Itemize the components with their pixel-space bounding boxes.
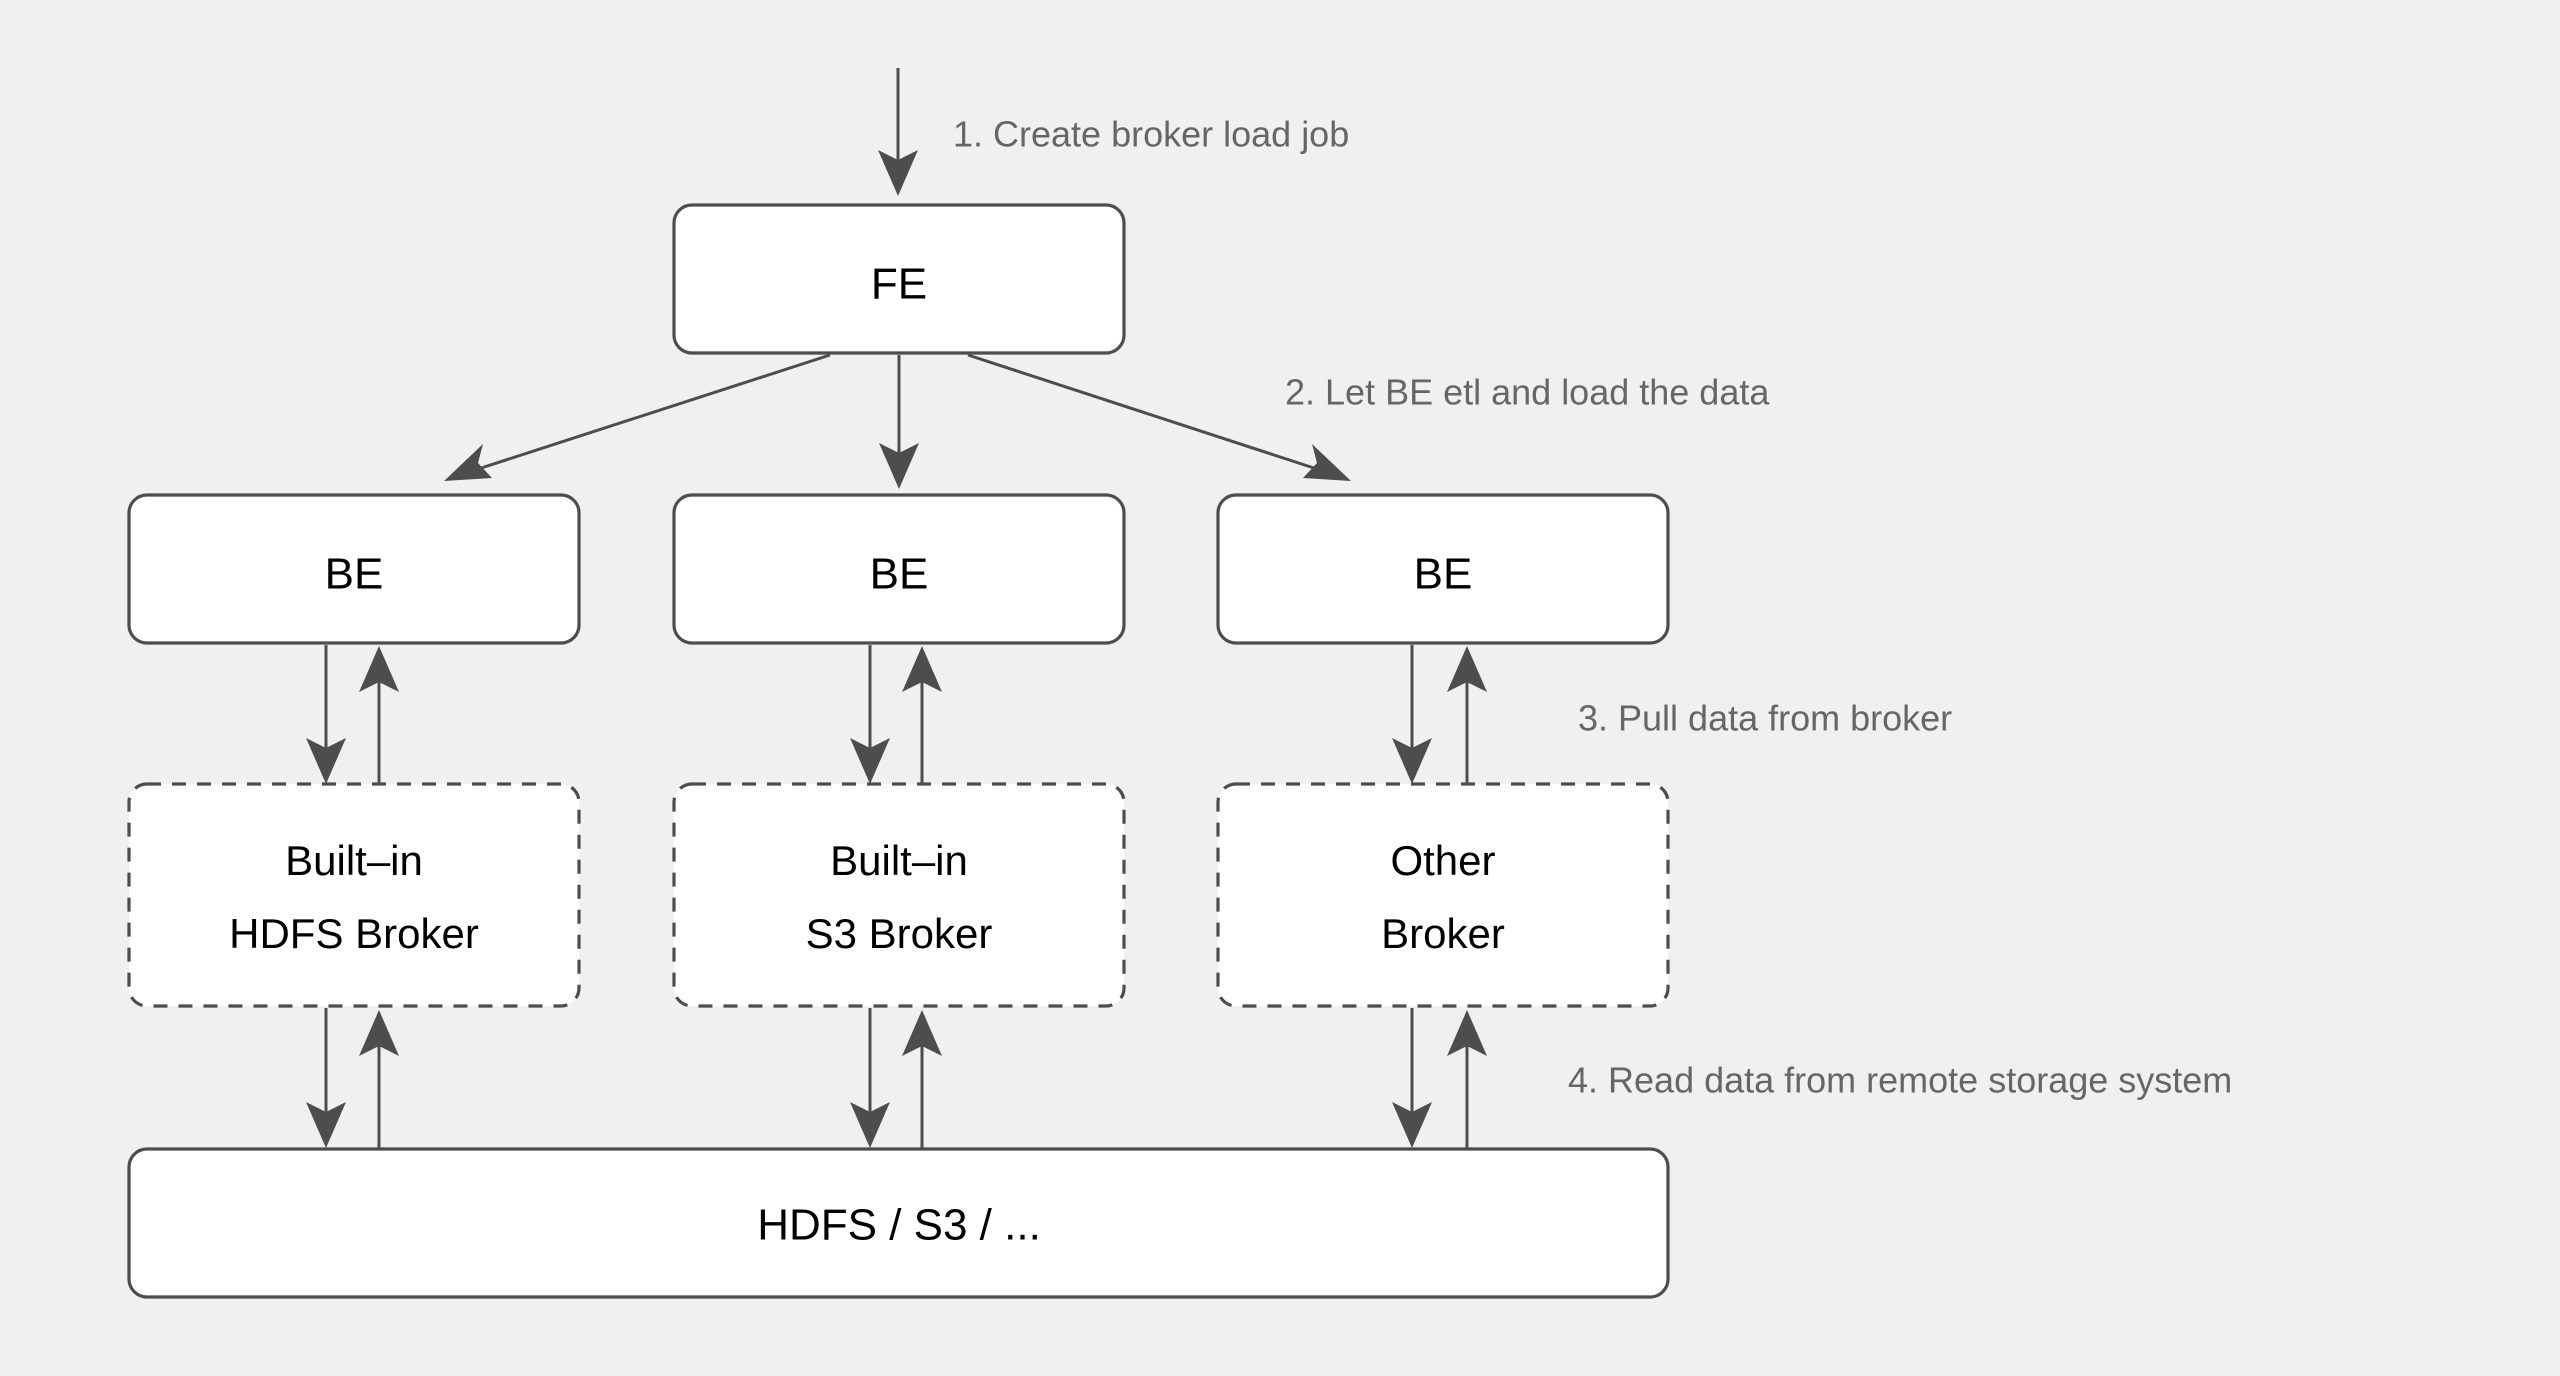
step-label-2: 2. Let BE etl and load the data [1285, 372, 1770, 413]
node-be-left-box[interactable] [127, 493, 581, 645]
edge-storage-to-broker-other [1447, 1010, 1487, 1148]
edge-broker-other-to-be-right [1447, 646, 1487, 784]
arrow-head-down-icon [879, 443, 919, 489]
node-be-right[interactable]: BE [1216, 493, 1670, 645]
node-broker-other-line2: Broker [1381, 910, 1505, 957]
node-be-left[interactable]: BE [127, 493, 581, 645]
arrow-head-up-icon [359, 646, 399, 692]
edge-broker-hdfs-to-be-left [359, 646, 399, 784]
node-be-center[interactable]: BE [672, 493, 1126, 645]
node-broker-s3-box[interactable] [672, 782, 1126, 1008]
node-broker-other-line1: Other [1390, 837, 1495, 884]
arrow-head-down-icon [306, 1102, 346, 1148]
edge-fe-to-be-center [879, 355, 919, 489]
node-broker-s3-line2: S3 Broker [806, 910, 993, 957]
edge-entry-to-fe [878, 68, 918, 196]
node-fe-box[interactable] [672, 203, 1126, 355]
arrow-head-diagonal-right-icon [1303, 444, 1351, 481]
node-storage[interactable]: HDFS / S3 / ... [127, 1147, 1670, 1299]
arrow-head-down-icon [1392, 1102, 1432, 1148]
step-label-1: 1. Create broker load job [953, 114, 1349, 155]
node-broker-hdfs-box[interactable] [127, 782, 581, 1008]
edge-be-center-to-broker-s3 [850, 645, 890, 784]
arrow-head-down-icon [850, 1102, 890, 1148]
arrow-head-up-icon [1447, 1010, 1487, 1056]
node-broker-s3-line1: Built–in [830, 837, 968, 884]
node-fe-label: FE [871, 260, 927, 309]
edge-broker-hdfs-to-storage [306, 1008, 346, 1148]
edge-broker-s3-to-be-center [902, 646, 942, 784]
node-broker-hdfs-line2: HDFS Broker [229, 910, 479, 957]
edge-fe-to-be-right [967, 353, 1351, 481]
arrow-head-down-icon [850, 738, 890, 784]
edge-fe-be-left-line [474, 353, 831, 472]
arrow-head-down-icon [878, 150, 918, 196]
edge-storage-to-broker-s3 [902, 1010, 942, 1148]
node-broker-hdfs-line1: Built–in [285, 837, 423, 884]
edge-be-left-to-broker-hdfs [306, 645, 346, 784]
node-broker-other[interactable]: Other Broker [1216, 782, 1670, 1008]
arrow-head-up-icon [902, 646, 942, 692]
node-be-right-label: BE [1414, 550, 1473, 599]
edge-broker-other-to-storage [1392, 1008, 1432, 1148]
edge-be-right-to-broker-other [1392, 645, 1432, 784]
edge-broker-s3-to-storage [850, 1008, 890, 1148]
node-storage-label: HDFS / S3 / ... [757, 1201, 1041, 1250]
node-broker-hdfs[interactable]: Built–in HDFS Broker [127, 782, 581, 1008]
edge-fe-to-be-left [444, 353, 831, 481]
edge-fe-be-right-line [967, 353, 1321, 472]
arrow-head-down-icon [306, 738, 346, 784]
arrow-head-up-icon [359, 1010, 399, 1056]
node-storage-box[interactable] [127, 1147, 1670, 1299]
node-broker-s3[interactable]: Built–in S3 Broker [672, 782, 1126, 1008]
node-fe[interactable]: FE [672, 203, 1126, 355]
arrow-head-diagonal-left-icon [444, 444, 492, 481]
node-be-center-label: BE [870, 550, 929, 599]
node-be-center-box[interactable] [672, 493, 1126, 645]
step-label-3: 3. Pull data from broker [1578, 698, 1952, 739]
arrow-head-up-icon [1447, 646, 1487, 692]
node-be-right-box[interactable] [1216, 493, 1670, 645]
arrow-head-down-icon [1392, 738, 1432, 784]
edge-storage-to-broker-hdfs [359, 1010, 399, 1148]
step-label-4: 4. Read data from remote storage system [1568, 1060, 2232, 1101]
node-broker-other-box[interactable] [1216, 782, 1670, 1008]
arrow-head-up-icon [902, 1010, 942, 1056]
node-be-left-label: BE [325, 550, 384, 599]
